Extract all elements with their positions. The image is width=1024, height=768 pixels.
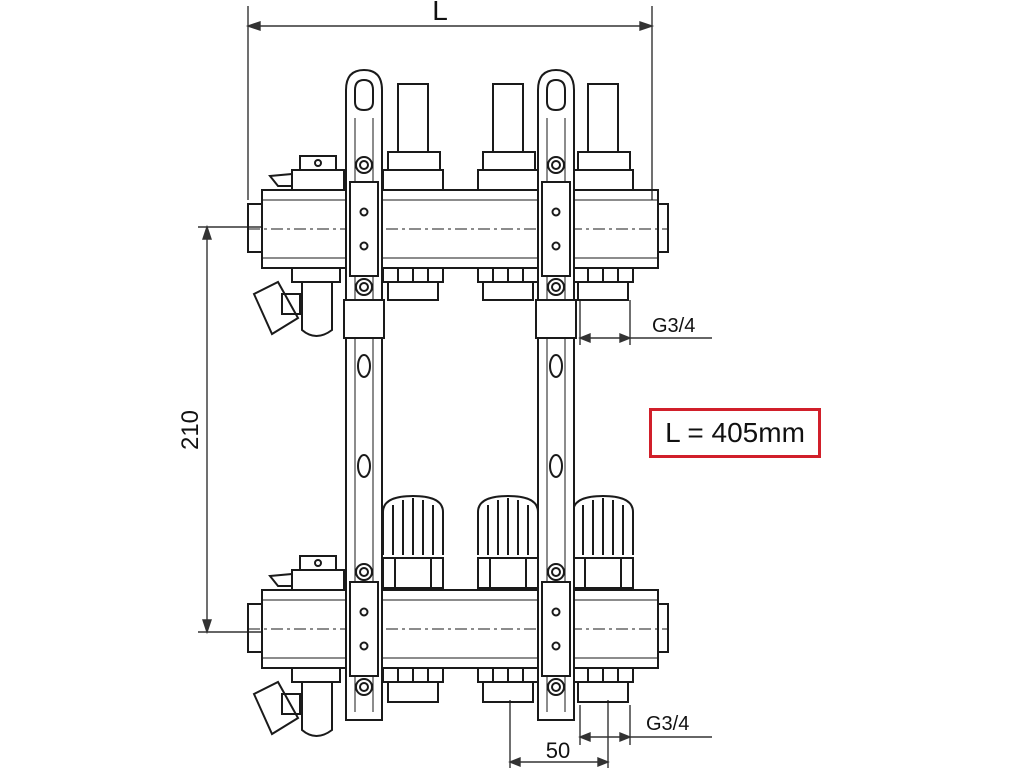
drain-valve-bottom bbox=[252, 667, 341, 737]
dimension-length bbox=[245, 6, 655, 200]
dimension-spacing bbox=[508, 700, 610, 768]
dimension-length-label: L bbox=[432, 0, 448, 26]
dimension-spacing-label: 50 bbox=[546, 738, 570, 763]
return-manifold-bar bbox=[247, 589, 669, 669]
flow-meters bbox=[382, 83, 634, 191]
thread-size-bottom-label: G3/4 bbox=[646, 713, 689, 735]
dimension-height-label: 210 bbox=[177, 410, 204, 450]
length-callout-text: L = 405mm bbox=[665, 417, 805, 448]
dimension-thread-top bbox=[578, 300, 712, 345]
bracket-bolts bbox=[355, 156, 565, 696]
thread-size-top-label: G3/4 bbox=[652, 315, 695, 337]
dimension-thread-bottom bbox=[578, 705, 712, 745]
drain-valve-top bbox=[252, 267, 341, 337]
supply-outlets bbox=[382, 267, 634, 301]
length-callout: L = 405mm bbox=[649, 408, 821, 458]
air-vent-bottom bbox=[268, 555, 345, 591]
air-vent-top bbox=[268, 155, 345, 191]
return-outlets bbox=[382, 667, 634, 703]
supply-manifold-bar bbox=[247, 189, 669, 269]
valve-knobs bbox=[382, 494, 634, 589]
bracket-clamps bbox=[349, 181, 571, 677]
dimension-height bbox=[198, 224, 262, 635]
